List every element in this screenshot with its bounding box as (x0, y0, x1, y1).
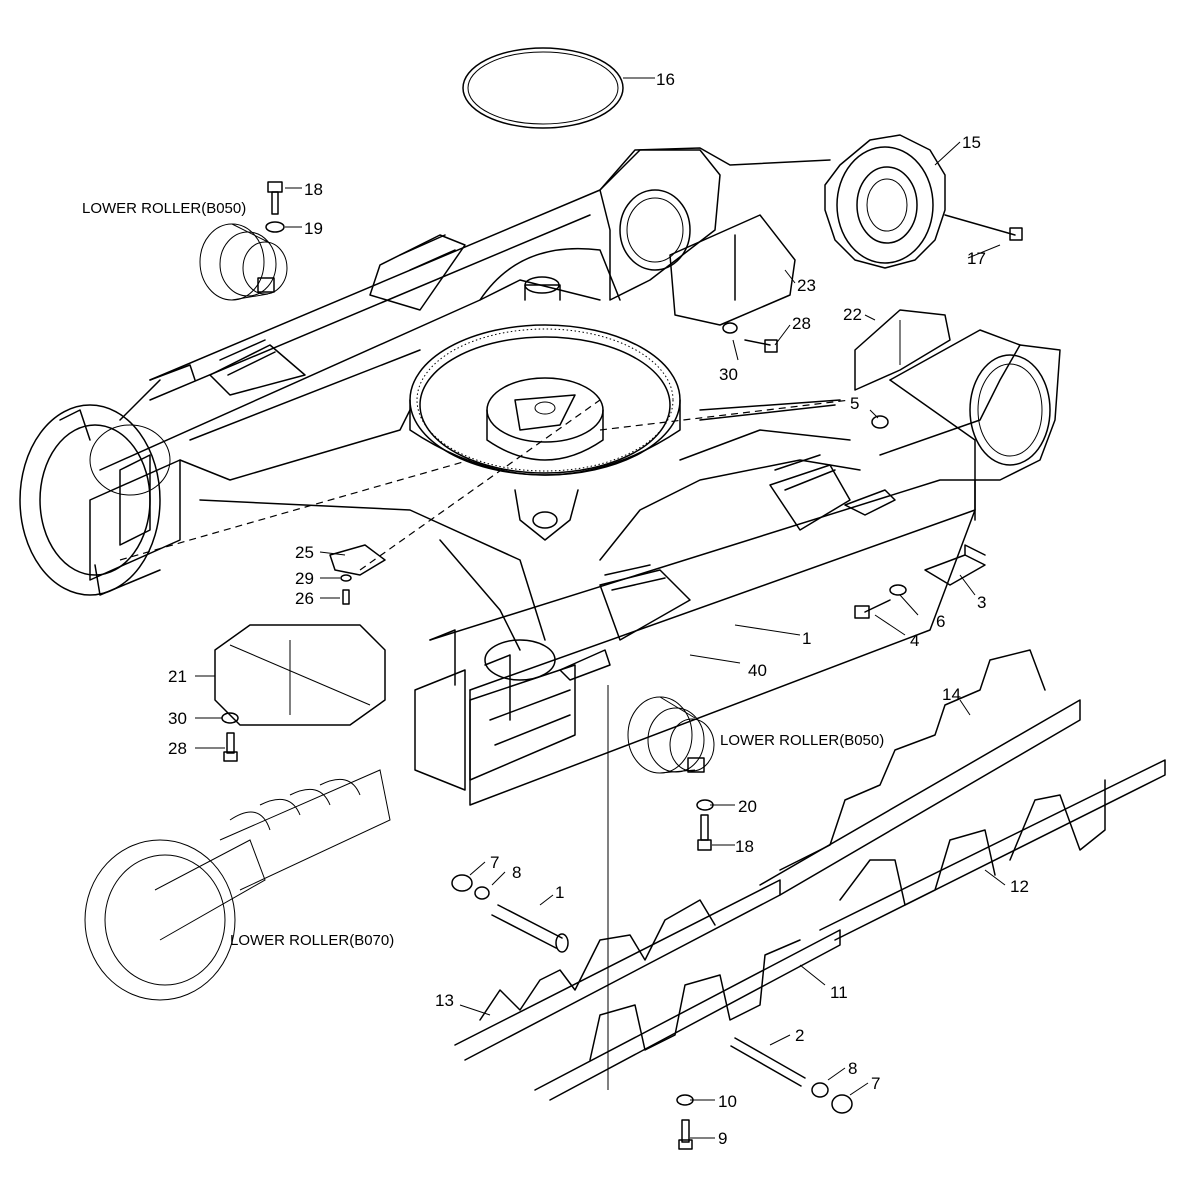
bracket-part-22 (854, 309, 951, 391)
callout-29: 29 (295, 569, 314, 588)
callout-30-low: 30 (168, 709, 187, 728)
clip-part-3b (844, 489, 896, 516)
plate-part-21 (214, 624, 386, 726)
callout-9: 9 (718, 1129, 727, 1148)
clip-part-3 (924, 544, 986, 586)
callout-28-top: 28 (792, 314, 811, 333)
caption-lower-roller-mid: LOWER ROLLER(B050) (720, 732, 884, 749)
axis-line-a (119, 459, 471, 561)
captions: LOWER ROLLER(B050) LOWER ROLLER(B050) LO… (82, 200, 884, 949)
callout-7-top: 7 (490, 853, 499, 872)
sprocket-part-15 (824, 134, 946, 269)
callout-13: 13 (435, 991, 454, 1010)
callout-22: 22 (843, 305, 862, 324)
swing-bearing (409, 276, 681, 541)
caption-lower-roller-front: LOWER ROLLER(B070) (230, 932, 394, 949)
guard-rail-part-11 (534, 929, 841, 1101)
cover-part-23 (669, 214, 796, 326)
callout-16: 16 (656, 70, 675, 89)
callout-5: 5 (850, 394, 859, 413)
callout-18-top: 18 (304, 180, 323, 199)
callout-4: 4 (910, 631, 919, 650)
callout-40: 40 (748, 661, 767, 680)
callout-1-pin: 1 (555, 883, 564, 902)
callout-8-low: 8 (848, 1059, 857, 1078)
axis-line-b (599, 399, 851, 431)
lower-roller-b050-top (199, 223, 288, 301)
callout-18-mid: 18 (735, 837, 754, 856)
lower-roller-b070 (84, 769, 391, 1001)
callout-26: 26 (295, 589, 314, 608)
hardware-bolts (221, 181, 1023, 1150)
callout-2: 2 (795, 1026, 804, 1045)
callout-21: 21 (168, 667, 187, 686)
front-end-guards (414, 629, 576, 791)
lower-roller-b050-mid (627, 696, 715, 774)
callout-1-frame: 1 (802, 629, 811, 648)
callout-3: 3 (977, 593, 986, 612)
callout-10: 10 (718, 1092, 737, 1111)
callout-14: 14 (942, 685, 961, 704)
caption-lower-roller-top: LOWER ROLLER(B050) (82, 200, 246, 217)
callout-19: 19 (304, 219, 323, 238)
callout-12: 12 (1010, 877, 1029, 896)
callout-28-low: 28 (168, 739, 187, 758)
plate-part-25 (329, 544, 386, 576)
callout-25: 25 (295, 543, 314, 562)
guard-rail-part-14 (759, 649, 1081, 896)
frame-roller-guards (209, 234, 851, 681)
callout-8-top: 8 (512, 863, 521, 882)
callout-labels: 16 15 18 19 17 23 28 30 22 5 3 6 4 1 40 … (168, 70, 1029, 1148)
callout-15: 15 (962, 133, 981, 152)
leader-lines (195, 77, 1006, 1139)
callout-20: 20 (738, 797, 757, 816)
guard-rail-part-12 (819, 759, 1166, 941)
o-ring-part-16 (462, 47, 624, 129)
callout-7-low: 7 (871, 1074, 880, 1093)
track-frame (19, 147, 1061, 806)
guard-rail-part-13 (454, 879, 781, 1061)
callout-30-top: 30 (719, 365, 738, 384)
callout-11: 11 (830, 983, 848, 1002)
center-line (359, 399, 601, 571)
callout-6: 6 (936, 612, 945, 631)
callout-23: 23 (797, 276, 816, 295)
callout-17: 17 (967, 249, 986, 268)
